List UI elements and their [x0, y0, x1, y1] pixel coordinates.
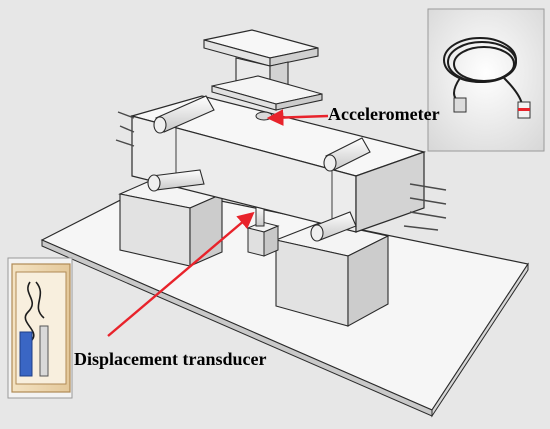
transducer-photo-inset	[7, 257, 73, 399]
sensor-body-icon	[19, 331, 33, 377]
left-bolt-rods	[115, 111, 135, 147]
probe-icon	[39, 325, 49, 377]
bottom-left-roller	[147, 169, 205, 192]
cable-icon	[24, 281, 45, 341]
accelerometer-arrow	[266, 109, 329, 126]
displacement-transducer-label: Displacement transducer	[74, 349, 267, 369]
connector-icon	[453, 97, 467, 113]
right-support-block	[274, 221, 390, 327]
transducer-arrow	[107, 211, 255, 337]
right-bolt-rods	[403, 183, 447, 231]
top-right-roller	[323, 137, 371, 172]
displacement-transducer-device	[246, 194, 280, 257]
loading-head	[203, 29, 323, 121]
top-left-roller	[153, 95, 215, 134]
beam	[129, 95, 427, 233]
bottom-right-roller	[310, 211, 357, 242]
accelerometer-photo-inset	[427, 8, 545, 152]
accelerometer-label: Accelerometer	[328, 104, 440, 124]
